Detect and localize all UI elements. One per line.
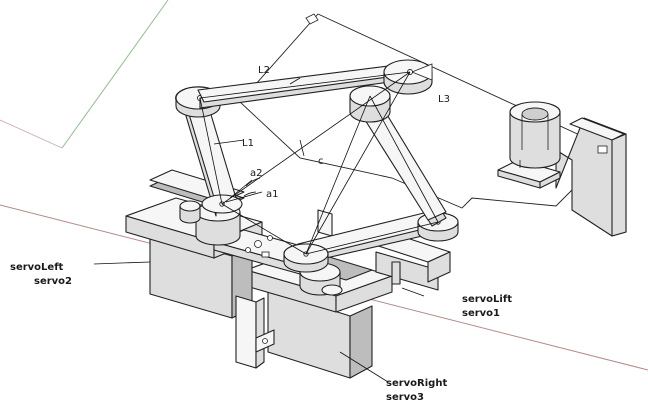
label-L1: L1: [242, 138, 254, 149]
label-servo-right-name: servoRight: [386, 378, 447, 389]
pen-holder-cylinder: [509, 101, 561, 169]
mount-fin: [235, 295, 275, 369]
label-servo-left-id: servo2: [34, 276, 72, 287]
label-c: c: [318, 156, 324, 167]
red-axis-ext: [0, 119, 63, 149]
pen-joint-L3: [383, 59, 433, 95]
label-L2: L2: [258, 65, 270, 76]
pen-holder-bracket: [497, 117, 627, 237]
label-servo-lift-name: servoLift: [462, 294, 512, 305]
label-a2: a2: [250, 168, 263, 179]
label-servo-lift-id: servo1: [462, 308, 500, 319]
label-L3: L3: [438, 94, 450, 105]
arm-right-lower: [283, 209, 459, 273]
plane-corner-mark: [305, 13, 319, 25]
green-axis: [61, 0, 169, 149]
construction-lines: [93, 71, 439, 383]
label-a1: a1: [266, 189, 279, 200]
label-servo-right-id: servo3: [386, 392, 424, 403]
label-servo-left-name: servoLeft: [10, 262, 64, 273]
